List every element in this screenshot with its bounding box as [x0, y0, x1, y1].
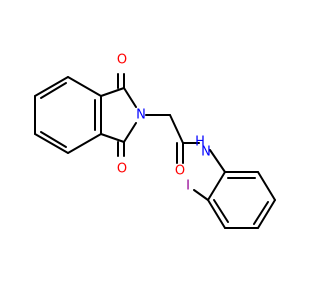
atom-iodine: I	[186, 179, 190, 194]
bonds	[34, 73, 276, 229]
bond	[207, 171, 226, 201]
atom-h-amide: H	[195, 135, 205, 150]
bond	[67, 76, 102, 97]
bond	[257, 199, 276, 229]
bond	[123, 122, 137, 143]
bond	[40, 82, 67, 99]
atom-n-amide: N	[201, 145, 211, 160]
bond	[100, 133, 125, 143]
bond	[193, 189, 209, 201]
molecule-structure: O O N O H N I	[34, 53, 276, 229]
bond	[207, 199, 226, 229]
bond	[209, 149, 226, 173]
bond	[257, 171, 276, 201]
bond	[123, 87, 137, 108]
bond	[169, 114, 184, 144]
bond	[40, 131, 67, 148]
bond	[34, 76, 69, 97]
molecule-canvas: O O N O H N I	[34, 53, 276, 229]
bond	[253, 201, 269, 225]
atom-o-lower: O	[117, 162, 127, 177]
atom-o-amide: O	[175, 164, 185, 179]
bond	[100, 87, 125, 97]
bond	[34, 133, 69, 154]
bond	[213, 199, 229, 223]
bond	[67, 133, 102, 154]
atom-labels: O O N O H N I	[117, 53, 211, 194]
atom-n-imide: N	[136, 108, 146, 123]
atom-o-upper: O	[117, 53, 127, 68]
